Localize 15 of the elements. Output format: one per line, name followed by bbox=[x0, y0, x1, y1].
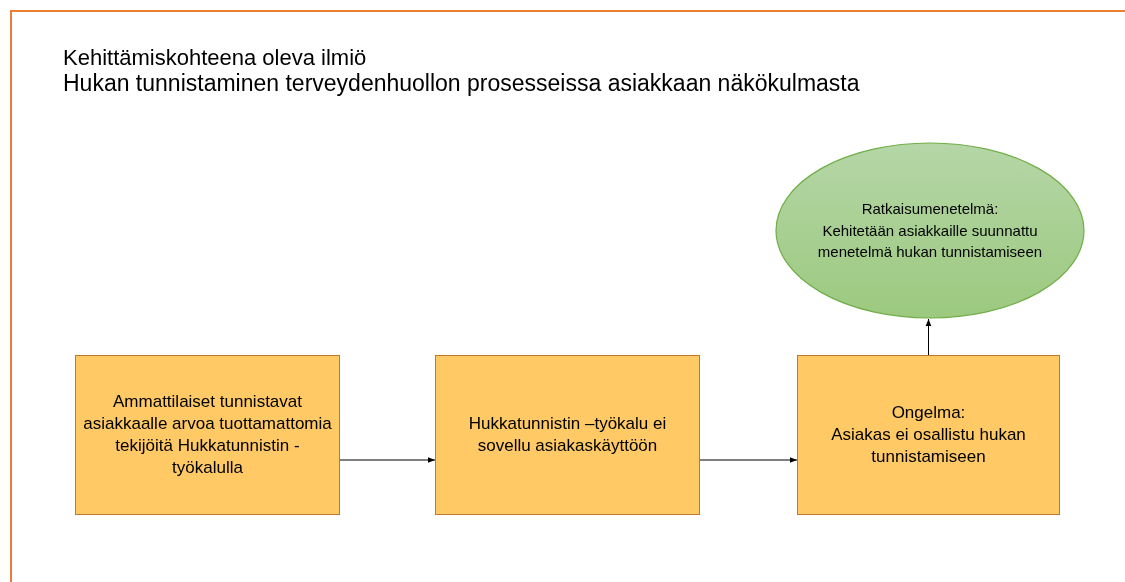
arrow bbox=[339, 457, 436, 463]
subtitle: Hukan tunnistaminen terveydenhuollon prosesseissa asiakkaan näkökulmasta bbox=[63, 70, 860, 97]
title: Kehittämiskohteena oleva ilmiö bbox=[63, 45, 367, 71]
node-text: Ratkaisumenetelmä: bbox=[861, 198, 999, 219]
arrow bbox=[925, 318, 932, 356]
node-text: Ongelma: bbox=[891, 401, 966, 424]
node-text: Asiakas ei osallistu hukan tunnistamiseen bbox=[830, 423, 1027, 469]
process-box bbox=[435, 355, 700, 515]
node-text: Kehitetään asiakkaille suunnattu menetelmä hukan tunnistamiseen bbox=[816, 220, 1044, 263]
node-text: Ammattilaiset tunnistavat asiakkaalle arvoa tuottamattomia tekijöitä Hukkatunnistin - työkalulla bbox=[82, 390, 333, 480]
solution-ellipse bbox=[775, 142, 1085, 319]
process-box bbox=[797, 355, 1060, 515]
arrow bbox=[699, 457, 798, 463]
process-box bbox=[75, 355, 340, 515]
node-text: Hukkatunnistin –työkalu ei sovellu asiakaskäyttöön bbox=[467, 412, 668, 457]
